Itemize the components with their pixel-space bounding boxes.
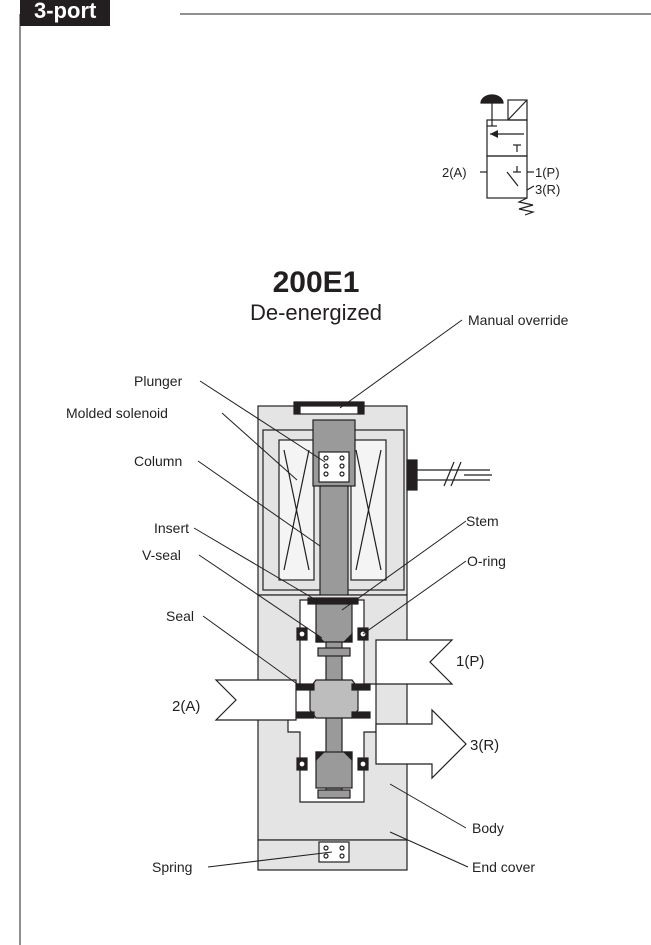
label-insert: Insert [154,520,189,536]
symbol-manual-button [480,94,504,104]
pneumatic-symbol [480,94,536,216]
port-r-label: 3(R) [470,737,499,754]
leader-lines [193,319,469,868]
port-p-label: 1(P) [456,653,484,670]
symbol-envelope-bottom [486,155,528,199]
port-p-arrow [375,639,454,685]
section-title: 3-port [34,0,97,23]
symbol-port-a-label: 2(A) [442,165,467,180]
state-subtitle: De-energized [249,300,383,325]
port-a-arrow [214,679,297,721]
label-o-ring: O-ring [467,553,506,569]
cable [406,459,492,491]
symbol-port-r-label: 3(R) [535,182,560,197]
section-tab: 3-port [20,0,111,26]
port-r-arrow [375,708,467,780]
model-title: 200E1 [272,266,360,299]
label-plunger: Plunger [134,373,183,389]
label-end-cover: End cover [472,859,535,875]
label-column: Column [134,453,182,469]
label-molded-solenoid: Molded solenoid [66,405,168,421]
label-manual-override: Manual override [468,312,569,328]
label-v-seal: V-seal [142,547,181,563]
symbol-port-p-label: 1(P) [535,165,560,180]
plunger [312,419,356,487]
label-stem: Stem [466,513,499,529]
valve-body [257,594,408,871]
label-body: Body [472,820,504,836]
port-a-label: 2(A) [172,698,200,715]
column [319,485,349,597]
label-seal: Seal [166,608,194,624]
manual-override [293,401,365,415]
label-spring: Spring [152,859,192,875]
page-frame [19,13,651,945]
